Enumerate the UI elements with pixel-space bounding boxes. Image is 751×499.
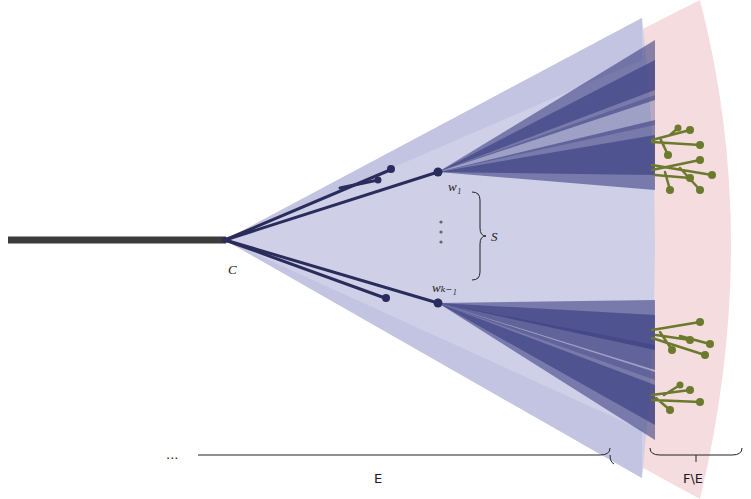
region-label: F\E <box>683 472 703 485</box>
region-e <box>225 18 655 478</box>
vertices <box>222 165 443 308</box>
vertex-label: w₁ <box>448 180 461 193</box>
stem <box>8 237 226 244</box>
fan-wk1 <box>438 300 655 440</box>
vertex-label: wₖ₋₁ <box>432 281 457 294</box>
outer-region <box>225 0 731 499</box>
branches <box>225 170 438 303</box>
green-trees <box>652 128 712 410</box>
braces <box>198 192 742 464</box>
set-label: S <box>491 230 498 243</box>
region-label: E <box>374 472 382 485</box>
fan-w1 <box>438 40 655 190</box>
vertex-label: C <box>228 263 237 276</box>
ellipsis: ... <box>166 448 178 461</box>
green-leaves <box>664 125 716 415</box>
